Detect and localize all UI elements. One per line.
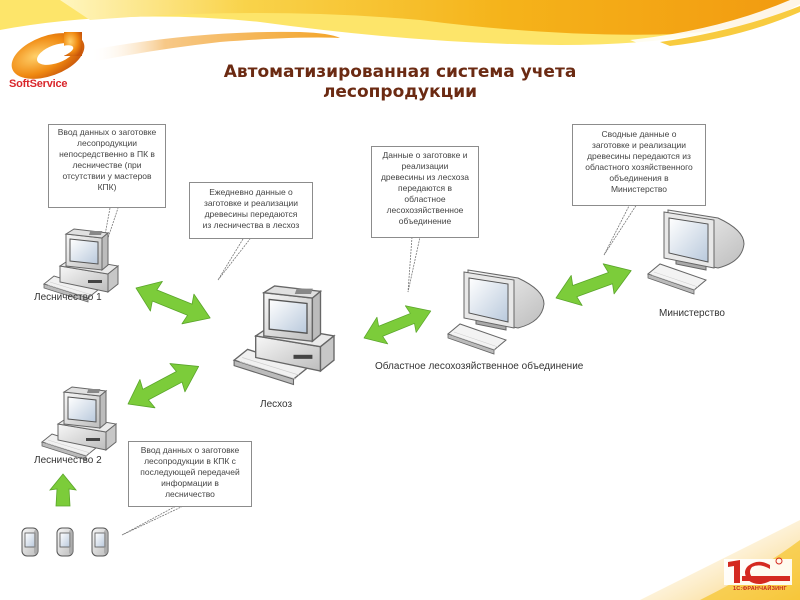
callout-line: областное [404, 194, 446, 204]
callout-to-oblast: Данные о заготовке и реализации древесин… [371, 146, 479, 238]
desktop-computer-icon-lesnichestvo2 [41, 386, 117, 461]
callout-line: непосредственно в ПК в [59, 149, 155, 159]
node-label-ministry: Министерство [659, 308, 725, 319]
pda-device-icon-3 [91, 527, 109, 557]
callout-line: лесничество [165, 489, 215, 499]
callout-line: передаются в [397, 183, 452, 193]
softservice-logo-icon [11, 32, 85, 79]
callout-line: Сводные данные о [601, 129, 677, 139]
double-arrow-icon-lesn2-leskhoz [120, 351, 207, 419]
callout-line: лесохозяйственное [386, 205, 464, 215]
node-label-oblast: Областное лесохозяйственное объединение [375, 361, 584, 372]
callout-input-pc: Ввод данных о заготовке лесопродукции не… [48, 124, 166, 208]
1c-franchising-logo-icon [724, 557, 792, 585]
callout-line: древесины передаются из [587, 151, 691, 161]
pda-device-icon-1 [21, 527, 39, 557]
node-label-lesnichestvo1: Лесничество 1 [34, 292, 102, 303]
callout-line: объединение [398, 216, 452, 226]
callout-line: Ежедневно данные о [209, 187, 293, 197]
header-swoosh-streak [90, 31, 340, 62]
callout-line: Ввод данных о заготовке [140, 445, 240, 455]
callout-line: древесины из лесхоза [380, 172, 470, 182]
callout-daily-transfer: Ежедневно данные о заготовке и реализаци… [189, 182, 313, 239]
header-swoosh-orange [60, 0, 800, 35]
callout-line: заготовке и реализации [591, 140, 686, 150]
pda-device-icon-2 [56, 527, 74, 557]
callout-pointers [99, 203, 638, 536]
node-label-leskhoz: Лесхоз [260, 399, 293, 410]
callout-line: отсутствии у мастеров [62, 171, 152, 181]
crt-monitor-icon-ministry [647, 209, 745, 295]
callout-line: из лесничества в лесхоз [202, 220, 300, 230]
callout-line: областного хозяйственного [585, 162, 693, 172]
callout-input-pda: Ввод данных о заготовке лесопродукции в … [128, 441, 252, 507]
callout-line: последующей передачей [140, 467, 240, 477]
title-line-2: лесопродукции [322, 82, 478, 102]
1c-franchising-logo-text: 1С:ФРАНЧАЙЗИНГ [733, 586, 787, 592]
callout-line: заготовке и реализации [203, 198, 298, 208]
node-label-lesnichestvo2: Лесничество 2 [34, 455, 102, 466]
company-logo-text: SoftService [9, 78, 68, 90]
callout-line: реализации [401, 161, 449, 171]
callout-to-ministry: Сводные данные о заготовке и реализации … [572, 124, 706, 206]
desktop-computer-icon-leskhoz [233, 285, 335, 386]
double-arrow-icon-leskhoz-oblast [358, 297, 437, 352]
double-arrow-icon-lesn1-leskhoz [129, 272, 217, 334]
callout-line: объединения в [609, 173, 669, 183]
up-arrow-icon-pda-lesn2 [49, 473, 77, 507]
callout-line: лесопродукции в КПК с [144, 456, 236, 466]
callout-line: Данные о заготовке и [382, 150, 468, 160]
callout-line: информации в [161, 478, 219, 488]
callout-line: древесины передаются [204, 209, 298, 219]
callout-line: КПК) [97, 182, 117, 192]
callout-line: лесничестве (при [72, 160, 142, 170]
callout-line: Министерство [610, 184, 668, 194]
title-line-1: Автоматизированная система учета [223, 62, 577, 82]
callout-line: Ввод данных о заготовке [57, 127, 157, 137]
crt-monitor-icon-oblast [447, 269, 545, 355]
page-title: Автоматизированная система учета лесопро… [190, 62, 610, 102]
callout-line: лесопродукции [77, 138, 137, 148]
double-arrow-icon-oblast-ministry [550, 255, 638, 314]
